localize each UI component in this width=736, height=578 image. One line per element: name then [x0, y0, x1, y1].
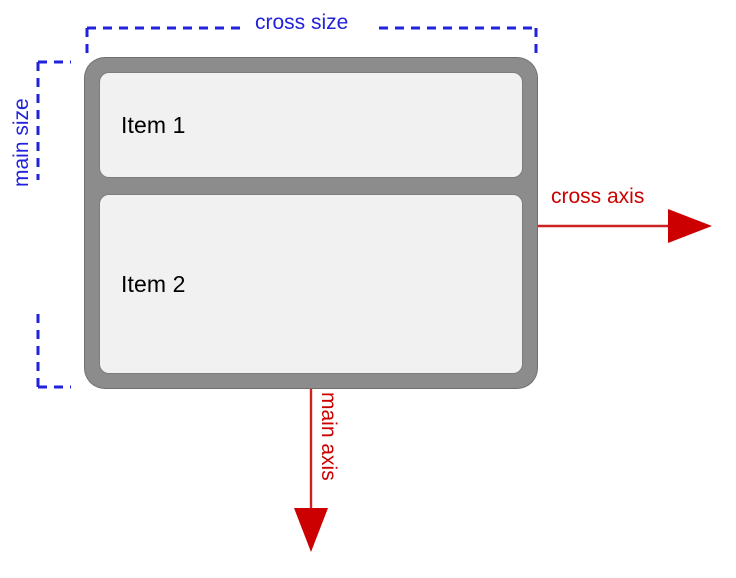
- cross-axis-label: cross axis: [551, 185, 645, 208]
- cross-size-bracket: [85, 26, 538, 59]
- main-size-label: main size: [10, 98, 33, 187]
- main-axis-arrowhead: [294, 508, 328, 552]
- flex-item-2: Item 2: [99, 194, 523, 374]
- flex-item-1: Item 1: [99, 72, 523, 178]
- cross-axis-arrowhead: [668, 209, 712, 243]
- flex-item-2-label: Item 2: [121, 270, 186, 297]
- flex-container: Item 1 Item 2: [85, 58, 537, 388]
- main-axis-label: main axis: [317, 392, 340, 481]
- cross-size-label: cross size: [255, 11, 349, 34]
- flex-item-1-label: Item 1: [121, 111, 186, 138]
- main-size-bracket: [36, 60, 71, 389]
